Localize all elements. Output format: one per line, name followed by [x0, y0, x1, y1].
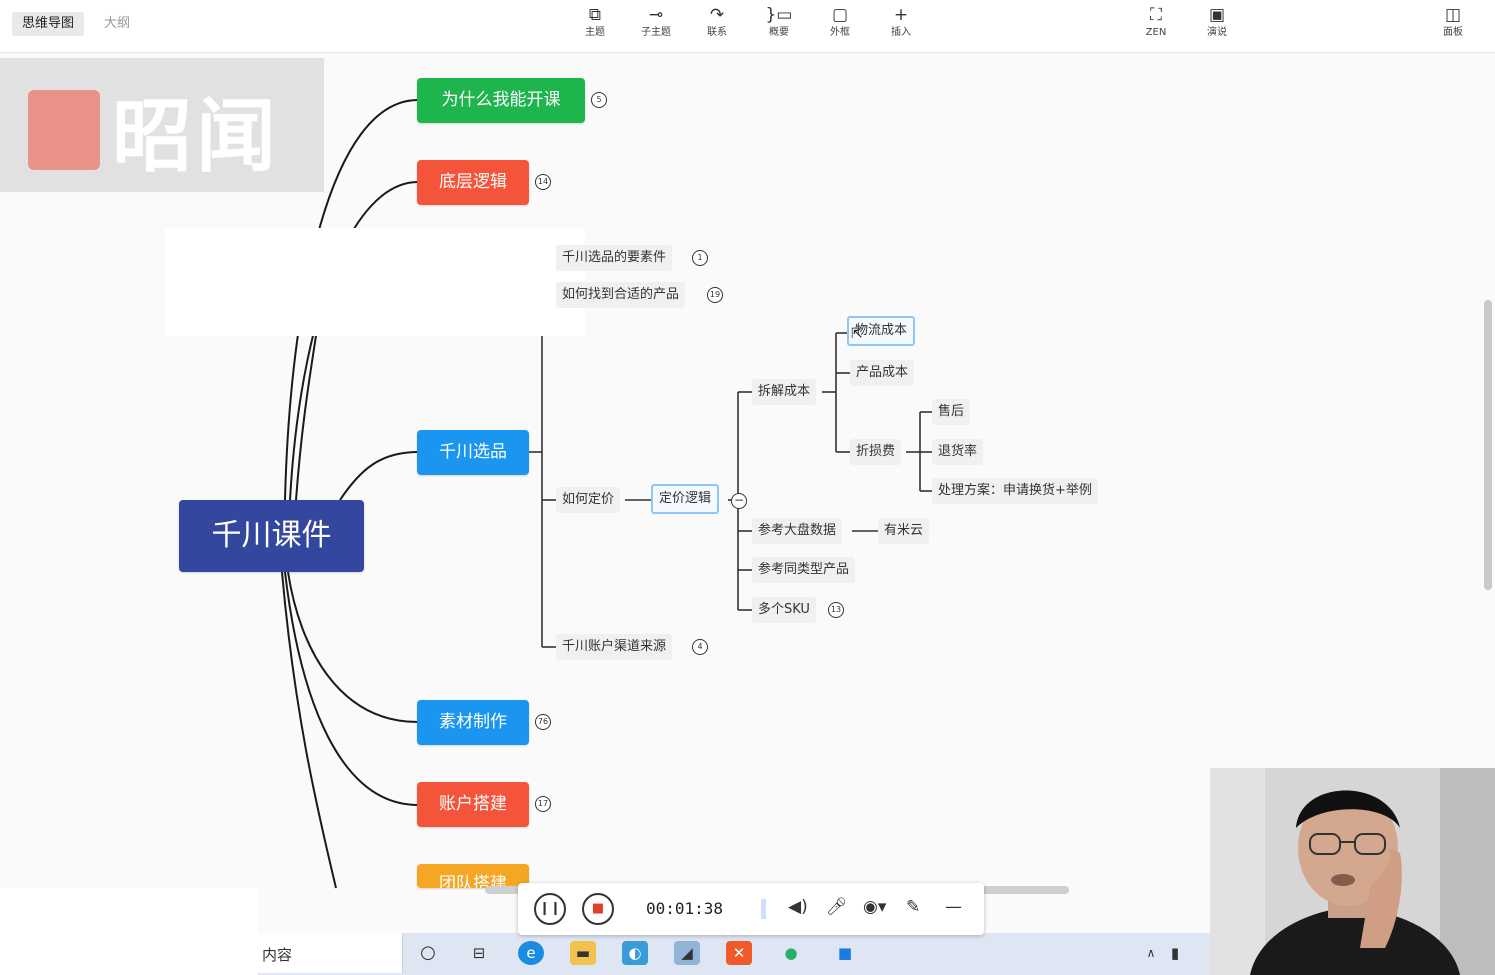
collapse-toggle-icon[interactable]: −	[731, 493, 747, 509]
insert-button[interactable]: + 插入	[876, 4, 926, 48]
collapsed-count-badge[interactable]: 4	[692, 639, 708, 655]
branch-team-setup[interactable]: 团队搭建	[417, 864, 529, 888]
tray-chevron-up-icon[interactable]: ∧	[1146, 946, 1156, 960]
presenter-video	[1210, 768, 1495, 975]
collapsed-count-badge[interactable]: 5	[591, 92, 607, 108]
collapsed-count-badge[interactable]: 13	[828, 602, 844, 618]
minimize-icon[interactable]: —	[945, 897, 962, 917]
subtopic-account-channel[interactable]: 千川账户渠道来源	[556, 634, 673, 660]
collapsed-count-badge[interactable]: 17	[535, 796, 551, 812]
subtopic-pricing-logic[interactable]: 定价逻辑	[651, 484, 720, 514]
tab-outline[interactable]: 大纲	[104, 16, 131, 31]
speaker-icon[interactable]: ◀)	[788, 897, 808, 917]
vertical-scroll-thumb[interactable]	[1484, 300, 1492, 590]
subtopic-product-cost[interactable]: 产品成本	[850, 360, 915, 386]
mouse-cursor-icon: ⇱	[851, 326, 863, 342]
branch-underlying-logic[interactable]: 底层逻辑	[417, 160, 529, 205]
summary-button[interactable]: }▭ 概要	[754, 4, 804, 48]
file-explorer-icon[interactable]: ▬	[570, 941, 596, 965]
zen-button[interactable]: ⛶ ZEN	[1131, 4, 1181, 48]
subtopic-handling-plan[interactable]: 处理方案：申请换货+举例	[932, 478, 1098, 504]
subtopic-how-to-price[interactable]: 如何定价	[556, 487, 621, 513]
overlay-patch	[165, 228, 585, 336]
task-view-icon[interactable]: ⊟	[472, 944, 486, 962]
subtopic-return-rate[interactable]: 退货率	[932, 439, 984, 465]
app-icon[interactable]: ◢	[674, 941, 700, 965]
stop-button[interactable]: ■	[582, 893, 614, 925]
top-toolbar: 思维导图 大纲 ⧉ 主题 ⊸ 子主题 ↷ 联系 }▭ 概要 ▢ 外框 + 插入 …	[0, 0, 1495, 53]
xmind-icon[interactable]: ✕	[726, 941, 752, 965]
watermark-text: 昭闻	[112, 90, 280, 183]
watermark-logo	[28, 90, 100, 170]
collapsed-count-badge[interactable]: 76	[535, 714, 551, 730]
boundary-icon: ▢	[831, 5, 849, 25]
wechat-icon[interactable]: ●	[784, 944, 798, 962]
boundary-button[interactable]: ▢ 外框	[815, 4, 865, 48]
subtopic-logistics-cost[interactable]: 物流成本	[847, 316, 916, 346]
subtopic-youmiyun[interactable]: 有米云	[878, 518, 930, 544]
subtopic-find-product[interactable]: 如何找到合适的产品	[556, 282, 686, 308]
collapsed-count-badge[interactable]: 19	[707, 287, 723, 303]
pen-icon[interactable]: ✎	[906, 897, 921, 917]
pause-button[interactable]: ❙❙	[534, 893, 566, 925]
relationship-button[interactable]: ↷ 联系	[692, 4, 742, 48]
webcam-overlay	[1210, 768, 1495, 975]
topic-button[interactable]: ⧉ 主题	[570, 4, 620, 48]
branch-account-setup[interactable]: 账户搭建	[417, 782, 529, 827]
screen-recorder-bar: ❙❙ ■ 00:01:38 ◀) 🎤︎ ◉▾ ✎ —	[518, 883, 984, 935]
mindmap-canvas[interactable]	[0, 53, 1495, 888]
video-meeting-icon[interactable]: ■	[837, 944, 853, 962]
app-icon[interactable]: ◐	[622, 941, 648, 965]
panel-button[interactable]: ◫ 面板	[1428, 4, 1478, 48]
branch-why-teach[interactable]: 为什么我能开课	[417, 78, 585, 123]
subtopic-selection-elements[interactable]: 千川选品的要素件	[556, 245, 673, 271]
subtopic-loss-fee[interactable]: 折损费	[850, 439, 902, 465]
cortana-icon[interactable]: ○	[420, 942, 436, 963]
collapsed-count-badge[interactable]: 14	[535, 174, 551, 190]
relationship-icon: ↷	[709, 5, 725, 25]
child-topic-icon: ⊸	[648, 5, 664, 25]
panel-icon: ◫	[1444, 5, 1462, 25]
subtopic-cost-breakdown[interactable]: 拆解成本	[752, 379, 817, 405]
subtopic-similar-products[interactable]: 参考同类型产品	[752, 557, 856, 583]
recording-timer: 00:01:38	[646, 899, 724, 918]
volume-level-bar	[761, 899, 766, 919]
presentation-icon: ▣	[1208, 5, 1226, 25]
plus-icon: +	[893, 5, 909, 25]
tab-mindmap[interactable]: 思维导图	[12, 12, 85, 36]
branch-material-making[interactable]: 素材制作	[417, 700, 529, 745]
child-topic-button[interactable]: ⊸ 子主题	[631, 4, 681, 48]
subtopic-market-data[interactable]: 参考大盘数据	[752, 518, 843, 544]
branch-product-selection[interactable]: 千川选品	[417, 430, 529, 475]
subtopic-multiple-sku[interactable]: 多个SKU	[752, 597, 816, 623]
subtopic-after-sales[interactable]: 售后	[932, 399, 971, 425]
edge-browser-icon[interactable]: e	[518, 941, 544, 965]
zen-icon: ⛶	[1150, 5, 1162, 25]
subtopic-icon: ⧉	[588, 5, 602, 25]
taskbar-search-field[interactable]	[258, 933, 403, 973]
webcam-icon[interactable]: ◉▾	[863, 897, 887, 917]
presentation-button[interactable]: ▣ 演说	[1192, 4, 1242, 48]
central-topic[interactable]: 千川课件	[179, 500, 364, 572]
taskbar-search-text: 内容	[262, 946, 293, 964]
tray-device-icon[interactable]: ▮	[1170, 944, 1180, 962]
collapsed-count-badge[interactable]: 1	[692, 250, 708, 266]
overlay-white-block	[0, 888, 258, 975]
summary-icon: }▭	[765, 5, 793, 25]
microphone-icon[interactable]: 🎤︎	[826, 897, 848, 917]
